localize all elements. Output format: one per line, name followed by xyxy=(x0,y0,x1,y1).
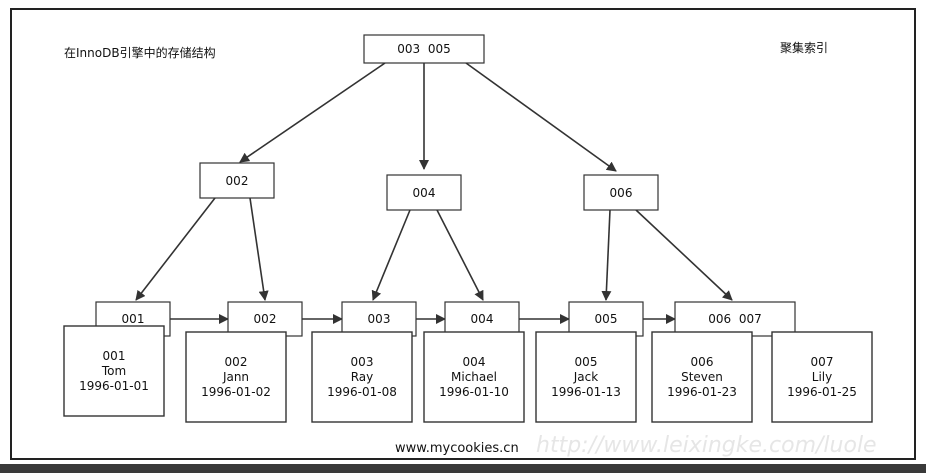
edge-004-to-004 xyxy=(436,209,484,301)
root-node-keys: 003 005 xyxy=(397,42,450,56)
bottom-bar xyxy=(0,464,926,473)
watermark-site: www.mycookies.cn xyxy=(395,441,519,456)
edge-002-to-001 xyxy=(135,197,216,301)
record-date: 1996-01-10 xyxy=(439,385,509,399)
internal-node-004: 004 xyxy=(386,174,462,211)
record-name: Steven xyxy=(681,370,723,384)
record-id: 002 xyxy=(225,355,248,369)
record-date: 1996-01-08 xyxy=(327,385,397,399)
record-name: Jack xyxy=(573,370,598,384)
leaf-node-label: 002 xyxy=(254,312,277,326)
record-id: 001 xyxy=(103,349,126,363)
record-name: Lily xyxy=(812,370,832,384)
record-box: 003 Ray 1996-01-08 xyxy=(311,331,413,423)
record-id: 004 xyxy=(463,355,486,369)
record-name: Ray xyxy=(351,370,374,384)
watermark-url: http://www.leixingke.com/luole xyxy=(536,433,877,458)
edge-002-to-002 xyxy=(249,197,269,301)
record-box: 007 Lily 1996-01-25 xyxy=(771,331,873,423)
record-box: 004 Michael 1996-01-10 xyxy=(423,331,525,423)
record-date: 1996-01-25 xyxy=(787,385,857,399)
record-id: 007 xyxy=(811,355,834,369)
record-id: 006 xyxy=(691,355,714,369)
record-box: 006 Steven 1996-01-23 xyxy=(651,331,753,423)
record-id: 003 xyxy=(351,355,374,369)
record-box: 001 Tom 1996-01-01 xyxy=(63,325,165,417)
record-date: 1996-01-13 xyxy=(551,385,621,399)
internal-node-006: 006 xyxy=(583,174,659,211)
record-name: Jann xyxy=(222,370,249,384)
internal-node-label: 004 xyxy=(413,186,436,200)
record-name: Michael xyxy=(451,370,497,384)
record-name: Tom xyxy=(101,364,126,378)
record-date: 1996-01-01 xyxy=(79,379,149,393)
leaf-node-label: 004 xyxy=(471,312,494,326)
internal-node-label: 006 xyxy=(610,186,633,200)
tree-edges xyxy=(135,62,733,324)
leaf-node-label: 005 xyxy=(595,312,618,326)
diagram-title: 在InnoDB引擎中的存储结构 xyxy=(64,45,216,60)
leaf-node-label: 006 007 xyxy=(708,312,761,326)
leaf-node-004: 004 xyxy=(444,301,520,337)
leaf-node-label: 003 xyxy=(368,312,391,326)
root-node: 003 005 xyxy=(363,34,485,64)
internal-node-label: 002 xyxy=(226,174,249,188)
record-id: 005 xyxy=(575,355,598,369)
edge-root-to-006 xyxy=(465,62,617,172)
diagram-frame xyxy=(10,8,916,460)
record-box: 002 Jann 1996-01-02 xyxy=(185,331,287,423)
record-date: 1996-01-02 xyxy=(201,385,271,399)
edge-004-to-003 xyxy=(371,209,411,301)
edge-006-to-005 xyxy=(601,209,612,301)
edge-root-to-002 xyxy=(239,62,386,163)
leaf-node-003: 003 xyxy=(341,301,417,337)
index-type-label: 聚集索引 xyxy=(780,40,828,55)
leaf-node-label: 001 xyxy=(122,312,145,326)
edge-006-to-006007 xyxy=(635,209,733,301)
internal-node-002: 002 xyxy=(199,162,275,199)
leaf-node-006-007: 006 007 xyxy=(674,301,796,337)
record-date: 1996-01-23 xyxy=(667,385,737,399)
leaf-node-005: 005 xyxy=(568,301,644,337)
leaf-node-002: 002 xyxy=(227,301,303,337)
record-box: 005 Jack 1996-01-13 xyxy=(535,331,637,423)
